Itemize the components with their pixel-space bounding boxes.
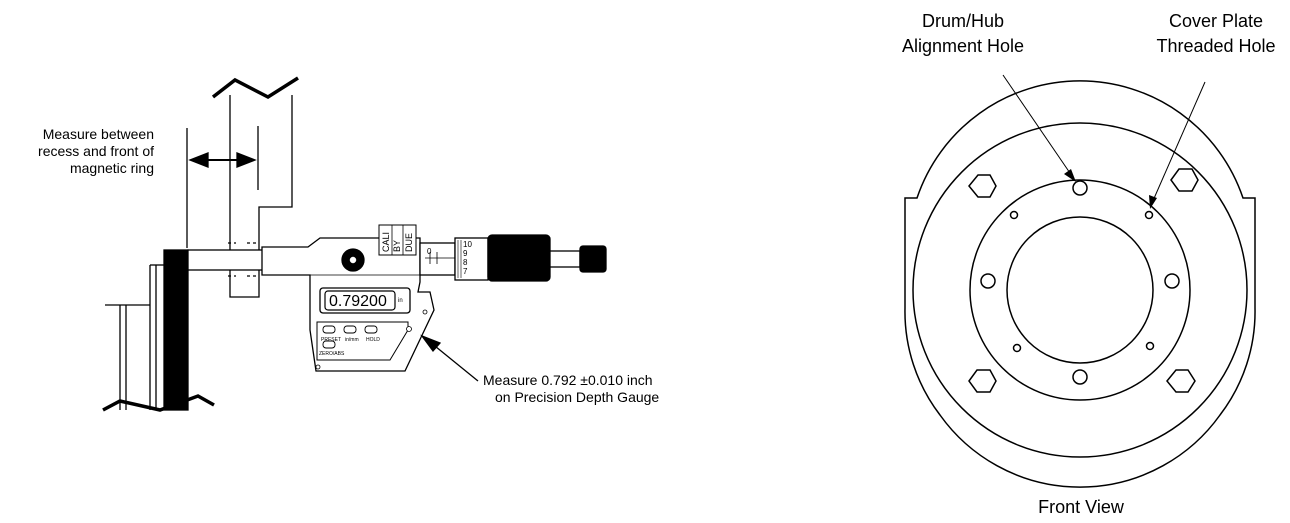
measure-note-line-1: Measure between [43,126,154,142]
measure-note-line-2: recess and front of [38,143,154,159]
threaded-hole-leader [1151,81,1206,204]
cali-tag-by: BY [392,240,402,252]
bolt-circle-ring [969,179,1191,401]
outer-flange-outline [904,80,1256,488]
zero-abs-button-label: ZERO/ABS [319,351,345,357]
cali-tag-due: DUE [404,233,414,252]
drum-hub-label-line-2: Alignment Hole [902,36,1024,56]
preset-button-label: PRESET [321,337,341,343]
gauge-display-value: 0.79200 [329,293,387,310]
alignment-hole-right [1164,273,1180,289]
alignment-hole-leader [1002,74,1073,177]
dimension-lines [186,126,259,248]
gauge-note-line-1: Measure 0.792 ±0.010 inch [483,372,653,388]
hold-button-label: HOLD [366,337,380,343]
gauge-leader-arrowhead [420,334,442,353]
depth-measurement-figure [102,76,607,412]
front-view-figure [904,74,1256,488]
hex-bolt-top-right [1170,168,1199,192]
alignment-hole-bottom [1072,369,1088,385]
thimble-mark-8: 8 [463,258,468,267]
alignment-hole-top [1072,180,1088,196]
hex-bolt-top-left [968,174,997,198]
cover-plate-label-line-2: Threaded Hole [1156,36,1275,56]
magnetic-ring [102,249,215,412]
hex-bolt-bottom-right [1166,369,1196,393]
gauge-display-unit: in [398,298,403,304]
depth-gauge-body [261,224,435,372]
cover-plate-label-line-1: Cover Plate [1169,11,1263,31]
thimble-mark-10: 10 [463,240,472,249]
threaded-hole-top-right [1144,210,1154,220]
threaded-hole-top-left [1009,210,1019,220]
threaded-hole-bottom-right [1145,341,1155,351]
threaded-hole-bottom-left [1012,343,1022,353]
sleeve-zero-mark: 0 [427,247,432,256]
measure-note-line-3: magnetic ring [70,160,154,176]
cali-tag-cali: CALI [381,232,391,252]
thimble-mark-9: 9 [463,249,468,258]
threaded-hole-arrowhead [1149,195,1157,209]
center-bore [1006,216,1154,364]
alignment-hole-left [980,273,996,289]
gauge-note-line-2: on Precision Depth Gauge [495,389,659,405]
mm-button-label: in/mm [345,337,359,343]
alignment-hole-arrowhead [1064,169,1076,182]
micrometer-head [419,234,607,282]
thimble-mark-7: 7 [463,267,468,276]
drum-hub-label-line-1: Drum/Hub [922,11,1004,31]
flange-inner-circle [912,122,1248,458]
hex-bolt-bottom-left [968,369,997,393]
front-view-caption: Front View [1038,497,1125,517]
gauge-leader-line [429,341,479,382]
